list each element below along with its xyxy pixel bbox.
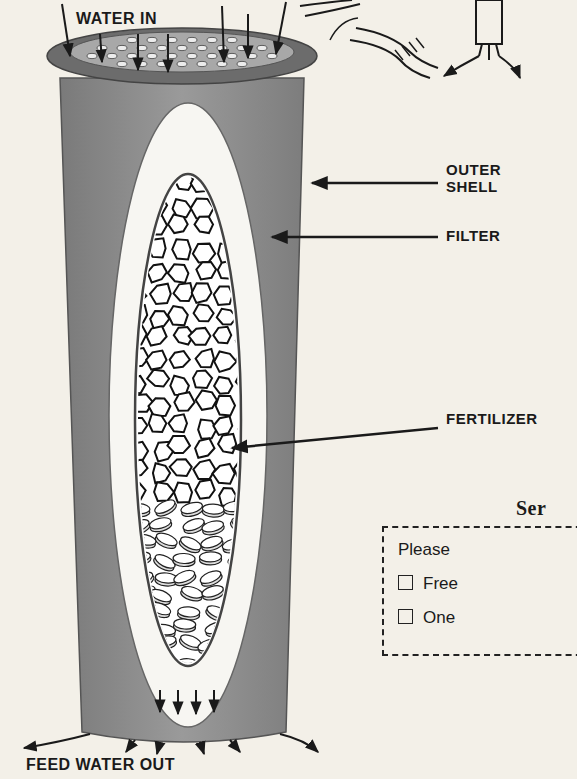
part-label: FERTILIZER: [446, 411, 538, 428]
order-form-box: PleaseFreeOne: [382, 526, 577, 656]
water-in-arrows: [62, 2, 286, 72]
outer-shell-body: [60, 78, 304, 742]
leader-arrows: [232, 183, 438, 448]
form-option-row: One: [398, 608, 577, 628]
part-label: FILTER: [446, 228, 500, 245]
checkbox: [398, 609, 413, 624]
checkbox: [398, 575, 413, 590]
option-text: Free: [423, 574, 458, 593]
feed-out-arrows: [24, 734, 318, 754]
part-label: WATER IN: [76, 10, 157, 28]
prompt-text: Please: [398, 540, 450, 559]
perforated-lid: [47, 28, 317, 84]
form-option-row: Free: [398, 574, 577, 594]
part-label: FEED WATER OUT: [26, 756, 175, 774]
part-label: OUTER SHELL: [446, 162, 516, 195]
hose-sketch: [300, 0, 520, 78]
section-heading: Ser: [516, 497, 546, 519]
option-text: One: [423, 608, 455, 627]
form-prompt: Please: [398, 540, 577, 560]
